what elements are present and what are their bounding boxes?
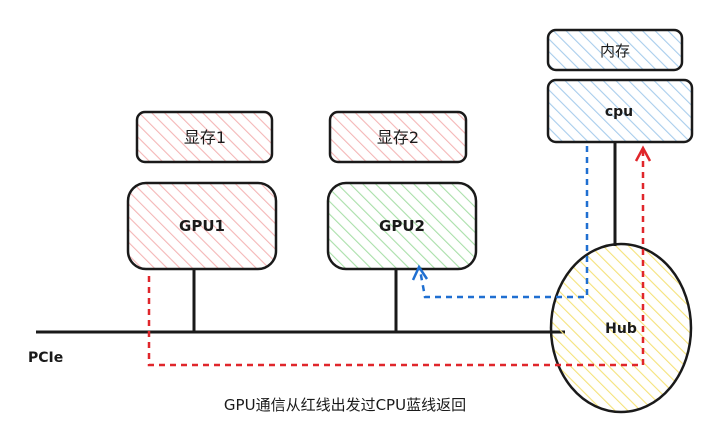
red-path-line bbox=[147, 150, 645, 367]
hub-label: Hub bbox=[605, 321, 637, 337]
vram2-label: 显存2 bbox=[377, 128, 419, 147]
cpu-node bbox=[546, 78, 694, 144]
gpu1-label: GPU1 bbox=[179, 217, 225, 235]
gpu1-node bbox=[126, 181, 278, 271]
pcie-label: PCIe bbox=[28, 350, 63, 366]
cpu-label: cpu bbox=[605, 104, 633, 120]
vram1-node bbox=[135, 110, 274, 164]
memory-label: 内存 bbox=[600, 42, 630, 60]
blue-path-line bbox=[418, 146, 589, 299]
vram1-label: 显存1 bbox=[184, 128, 226, 147]
diagram-caption: GPU通信从红线出发过CPU蓝线返回 bbox=[224, 396, 466, 414]
memory-node bbox=[546, 28, 684, 72]
hub-node bbox=[549, 242, 693, 414]
gpu2-label: GPU2 bbox=[379, 217, 425, 235]
blue-path-arrowhead bbox=[411, 264, 429, 281]
vram2-node bbox=[328, 110, 468, 164]
gpu2-node bbox=[326, 181, 478, 271]
red-path-arrowhead bbox=[634, 145, 652, 162]
